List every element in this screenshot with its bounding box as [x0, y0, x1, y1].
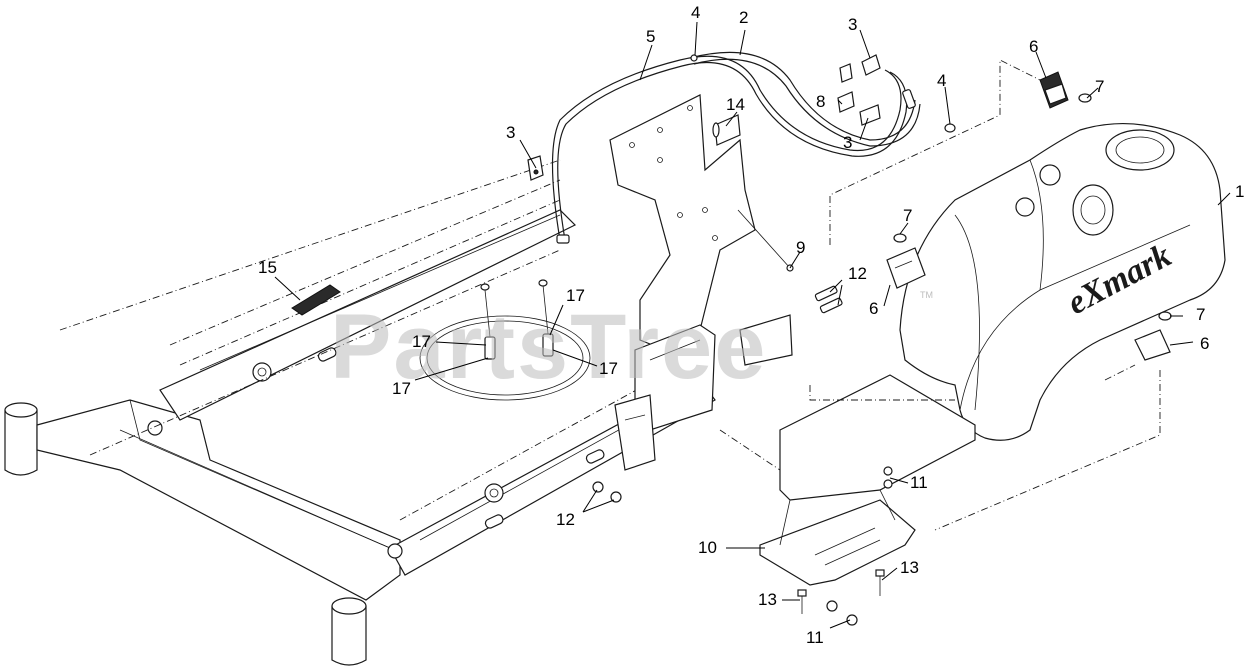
callout-4: 4 — [691, 3, 700, 22]
callout-6: 6 — [1200, 334, 1209, 353]
watermark: PartsTree — [330, 296, 767, 398]
callout-10: 10 — [698, 538, 717, 557]
callout-leaders — [274, 21, 1231, 629]
callout-15: 15 — [258, 258, 277, 277]
callout-1: 1 — [1235, 182, 1244, 201]
callout-3: 3 — [843, 133, 852, 152]
callout-7: 7 — [1095, 77, 1104, 96]
callout-2: 2 — [739, 8, 748, 27]
callout-11: 11 — [806, 628, 824, 647]
fuel-tank: eXmark — [899, 122, 1226, 441]
callout-5: 5 — [646, 27, 655, 46]
callout-8: 8 — [816, 92, 825, 111]
callout-12: 12 — [556, 510, 575, 529]
callout-6: 6 — [1029, 37, 1038, 56]
fuel-lines — [551, 51, 921, 244]
callout-17: 17 — [392, 379, 411, 398]
callout-12: 12 — [848, 264, 867, 283]
mount-plate — [609, 94, 756, 431]
callout-17: 17 — [412, 332, 431, 351]
mower-frame — [4, 159, 716, 666]
callout-9: 9 — [796, 238, 805, 257]
clamps-and-fasteners — [291, 54, 956, 503]
callout-17: 17 — [566, 286, 585, 305]
watermark-trademark: TM — [920, 290, 933, 300]
callout-3: 3 — [506, 123, 515, 142]
tank-isolators — [886, 71, 1172, 361]
callout-3: 3 — [848, 15, 857, 34]
callout-6: 6 — [869, 299, 878, 318]
callout-13: 13 — [758, 590, 777, 609]
callout-17: 17 — [599, 359, 618, 378]
callout-7: 7 — [1196, 305, 1205, 324]
callout-labels: 1 2 3 3 3 4 4 5 6 6 6 7 7 7 8 9 10 11 11… — [258, 3, 1244, 647]
callout-11: 11 — [910, 473, 928, 492]
tank-tray — [719, 59, 1161, 626]
callout-4: 4 — [937, 71, 946, 90]
callout-14: 14 — [726, 95, 745, 114]
callout-13: 13 — [900, 558, 919, 577]
callout-7: 7 — [903, 206, 912, 225]
